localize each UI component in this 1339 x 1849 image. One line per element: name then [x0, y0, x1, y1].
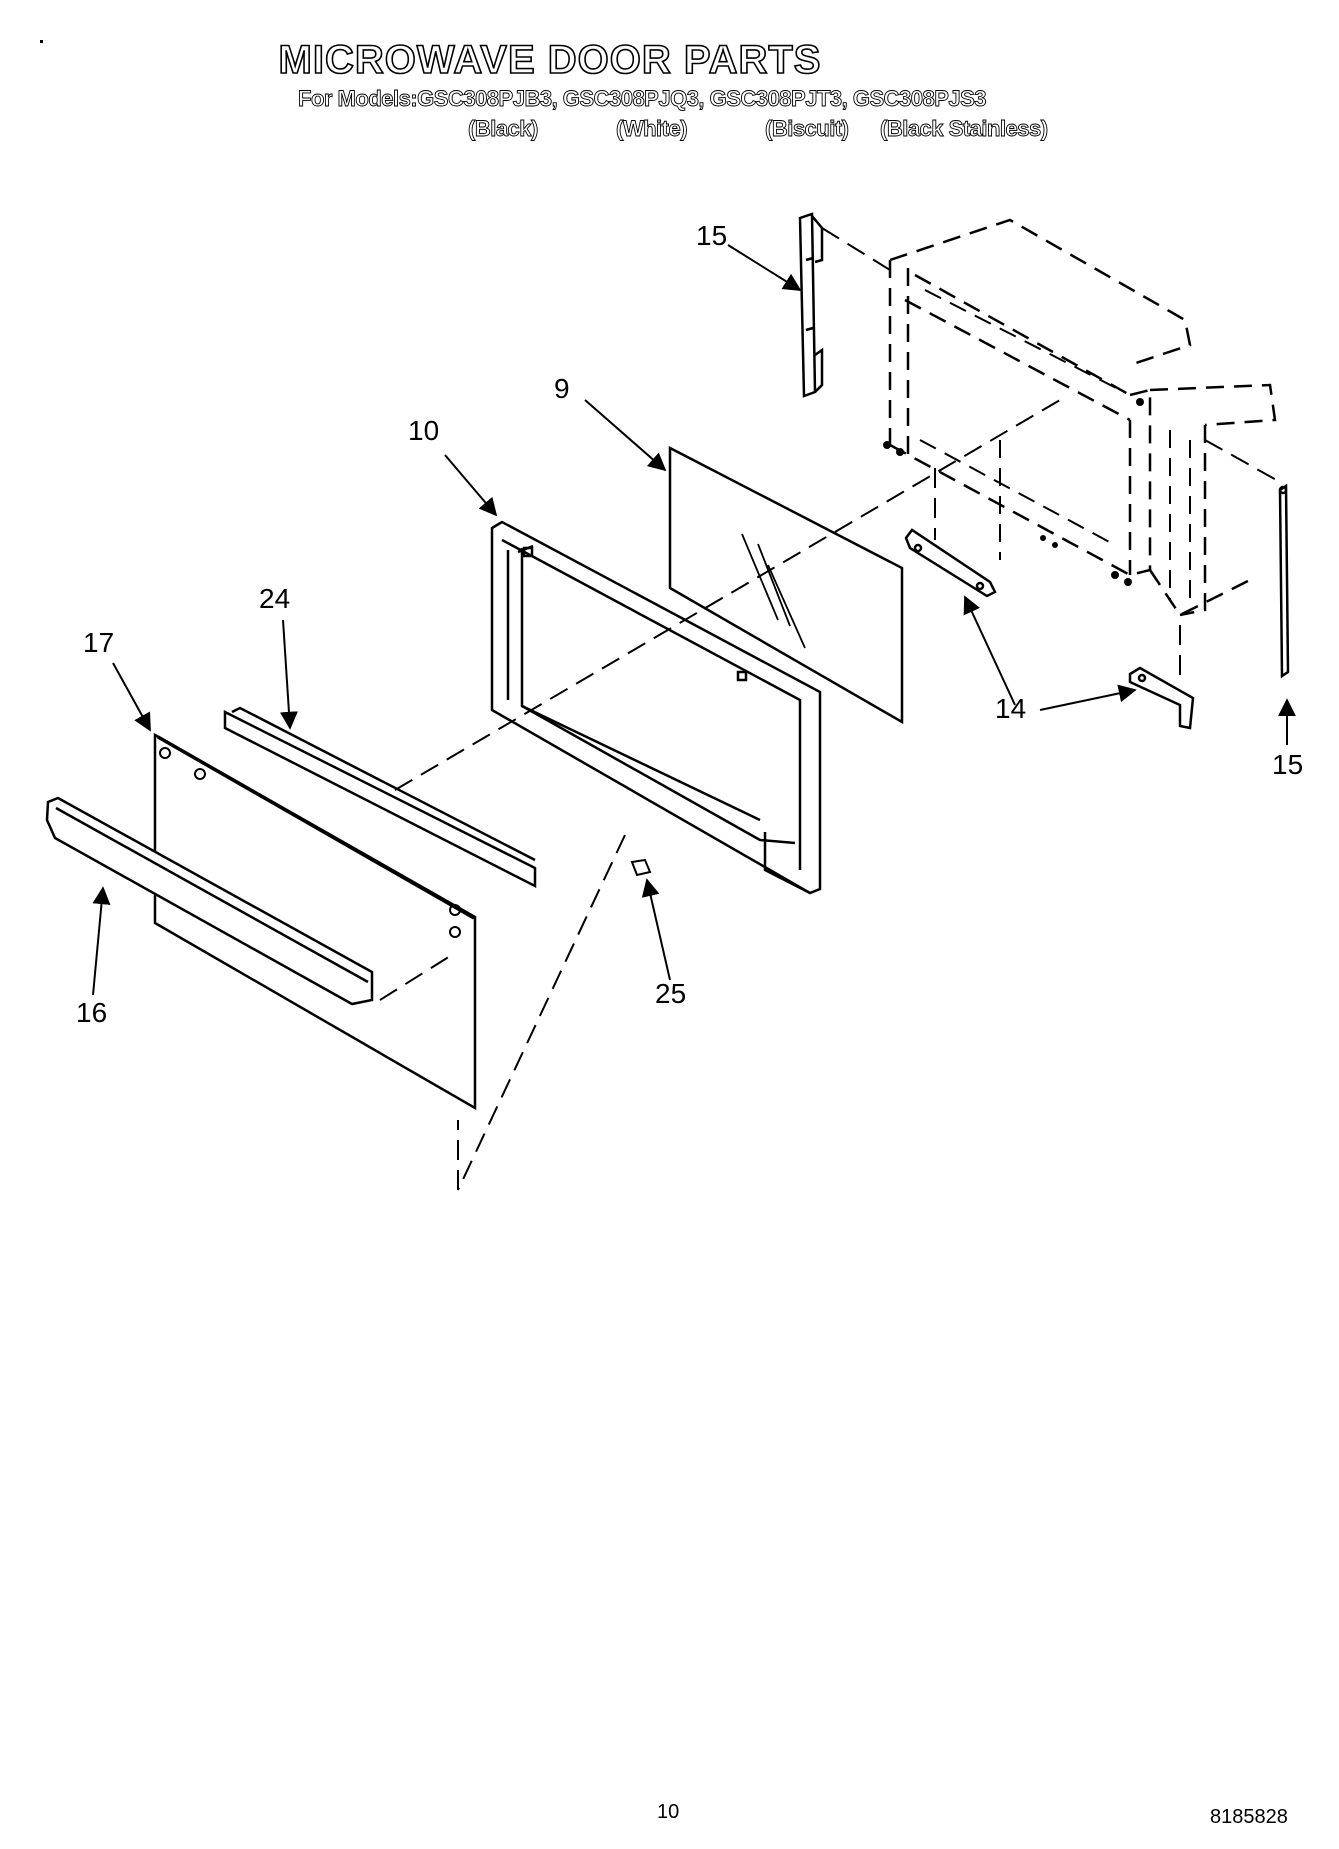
callout-leaders	[92, 244, 1296, 996]
cabinet-screws	[883, 398, 1144, 586]
callout-25: 25	[655, 978, 686, 1009]
callout-17: 17	[83, 627, 114, 658]
part-10-door-frame	[490, 520, 822, 895]
assembly-guide-lines	[379, 227, 1281, 1191]
models-line: For Models:GSC308PJB3, GSC308PJQ3, GSC30…	[298, 86, 987, 112]
variant-biscuit: (Biscuit)	[765, 116, 850, 142]
callout-9: 9	[554, 373, 570, 404]
part-16-handle	[45, 796, 374, 1006]
variant-black: (Black)	[468, 116, 539, 142]
variant-black-stainless: (Black Stainless)	[880, 116, 1049, 142]
part-25-clip	[630, 858, 652, 877]
panel-mounting-holes	[159, 747, 461, 938]
document-number: 8185828	[1210, 1806, 1288, 1828]
callout-10: 10	[408, 415, 439, 446]
part-9-glass-panel	[668, 445, 904, 725]
stray-mark	[40, 40, 43, 43]
part-24-trim-rail	[223, 706, 537, 889]
page-title: MICROWAVE DOOR PARTS	[278, 37, 822, 83]
callout-15-top: 15	[696, 220, 727, 251]
part-14-hinge-upper	[904, 528, 997, 598]
callout-24: 24	[259, 583, 290, 614]
callout-16: 16	[76, 997, 107, 1028]
part-15-trim-right	[1278, 483, 1290, 679]
callout-15-right: 15	[1272, 749, 1303, 780]
variant-white: (White)	[616, 116, 688, 142]
part-15-trim-top	[798, 212, 824, 398]
part-14-hinge-lower	[1128, 666, 1195, 730]
page-number: 10	[657, 1801, 680, 1823]
microwave-cabinet-outline	[888, 218, 1277, 617]
callout-14: 14	[995, 693, 1026, 724]
